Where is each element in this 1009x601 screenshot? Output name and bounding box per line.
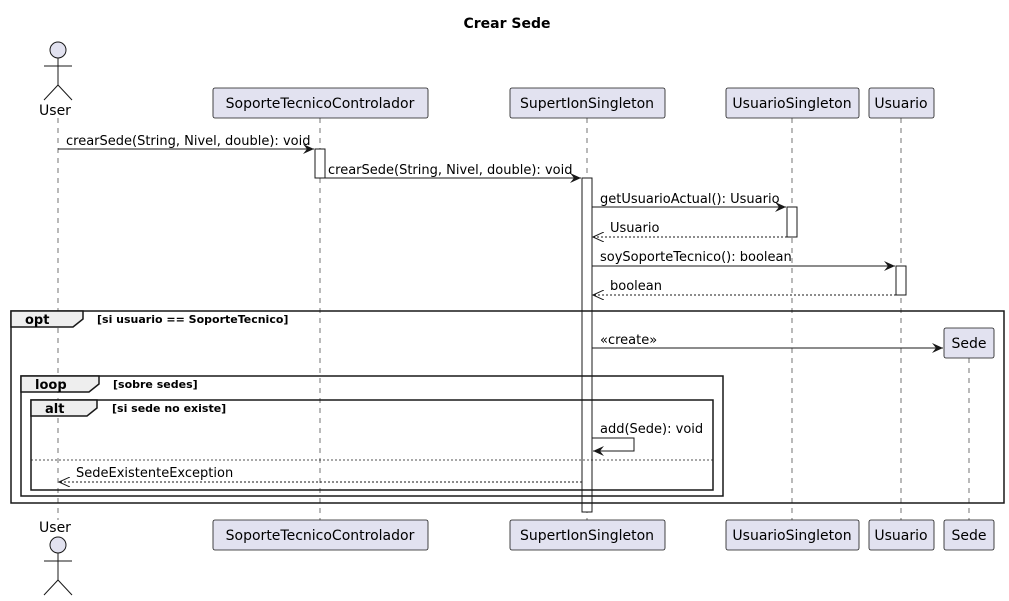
fragment-opt-guard: [si usuario == SoporteTecnico] bbox=[97, 313, 288, 326]
actor-user-bottom: User bbox=[39, 520, 73, 596]
fragment-alt-keyword: alt bbox=[45, 402, 64, 417]
participant-label: SupertIonSingleton bbox=[520, 528, 654, 544]
participant-supertion-singleton-bottom: SupertIonSingleton bbox=[509, 519, 666, 551]
message-label-3: getUsuarioActual(): Usuario bbox=[600, 192, 780, 207]
participant-usuario-bottom: Usuario bbox=[868, 519, 935, 551]
message-label-6: boolean bbox=[610, 279, 662, 294]
message-arrow-8 bbox=[592, 437, 635, 456]
message-label-1: crearSede(String, Nivel, double): void bbox=[66, 134, 310, 149]
activation-bar-usuario bbox=[895, 265, 907, 296]
participant-label: SoporteTecnicoControlador bbox=[226, 528, 415, 544]
fragment-alt-guard: [si sede no existe] bbox=[112, 402, 226, 415]
diagram-title: Crear Sede bbox=[464, 16, 551, 32]
participant-soporte-tecnico-controlador-bottom: SoporteTecnicoControlador bbox=[212, 519, 429, 551]
message-label-9: SedeExistenteException bbox=[76, 466, 233, 481]
participants-top: SoporteTecnicoControlador SupertIonSingl… bbox=[212, 87, 995, 359]
message-label-5: soySoporteTecnico(): boolean bbox=[600, 250, 792, 265]
message-label-8: add(Sede): void bbox=[600, 422, 703, 437]
participant-label: Sede bbox=[952, 336, 987, 352]
actor-label: User bbox=[39, 103, 71, 119]
participant-sede-created: Sede bbox=[943, 327, 995, 359]
fragment-opt-keyword: opt bbox=[25, 313, 49, 328]
activation-bar-singleton bbox=[581, 177, 593, 513]
fragment-loop: loop [sobre sedes] bbox=[20, 375, 724, 497]
activation-bars bbox=[314, 148, 907, 513]
fragment-alt: alt [si sede no existe] bbox=[30, 399, 714, 491]
participant-label: SupertIonSingleton bbox=[520, 96, 654, 112]
participant-soporte-tecnico-controlador-top: SoporteTecnicoControlador bbox=[212, 87, 429, 119]
participant-label: UsuarioSingleton bbox=[732, 528, 851, 544]
fragment-loop-keyword: loop bbox=[35, 378, 67, 393]
participant-label: Usuario bbox=[874, 528, 927, 544]
actor-stick-figure-icon bbox=[43, 41, 73, 101]
message-label-7: «create» bbox=[600, 333, 657, 348]
message-label-2: crearSede(String, Nivel, double): void bbox=[328, 163, 572, 178]
message-label-4: Usuario bbox=[610, 221, 659, 236]
activation-bar-usuario-singleton bbox=[786, 206, 798, 238]
actor-label: User bbox=[39, 520, 71, 536]
participant-label: Sede bbox=[952, 528, 987, 544]
actor-stick-figure-icon bbox=[43, 536, 73, 596]
participant-label: UsuarioSingleton bbox=[732, 96, 851, 112]
participants-bottom: SoporteTecnicoControlador SupertIonSingl… bbox=[212, 519, 995, 551]
participant-label: SoporteTecnicoControlador bbox=[226, 96, 415, 112]
fragment-loop-guard: [sobre sedes] bbox=[113, 378, 198, 391]
actor-user-top: User bbox=[39, 41, 73, 119]
participant-supertion-singleton-top: SupertIonSingleton bbox=[509, 87, 666, 119]
participant-usuario-top: Usuario bbox=[868, 87, 935, 119]
participant-usuario-singleton-top: UsuarioSingleton bbox=[725, 87, 860, 119]
participant-label: Usuario bbox=[874, 96, 927, 112]
participant-sede-bottom: Sede bbox=[943, 519, 995, 551]
message-labels: crearSede(String, Nivel, double): void c… bbox=[66, 134, 792, 481]
activation-bar-controlador bbox=[314, 148, 326, 179]
messages bbox=[58, 144, 943, 482]
fragment-opt: opt [si usuario == SoporteTecnico] bbox=[10, 310, 1005, 504]
participant-usuario-singleton-bottom: UsuarioSingleton bbox=[725, 519, 860, 551]
